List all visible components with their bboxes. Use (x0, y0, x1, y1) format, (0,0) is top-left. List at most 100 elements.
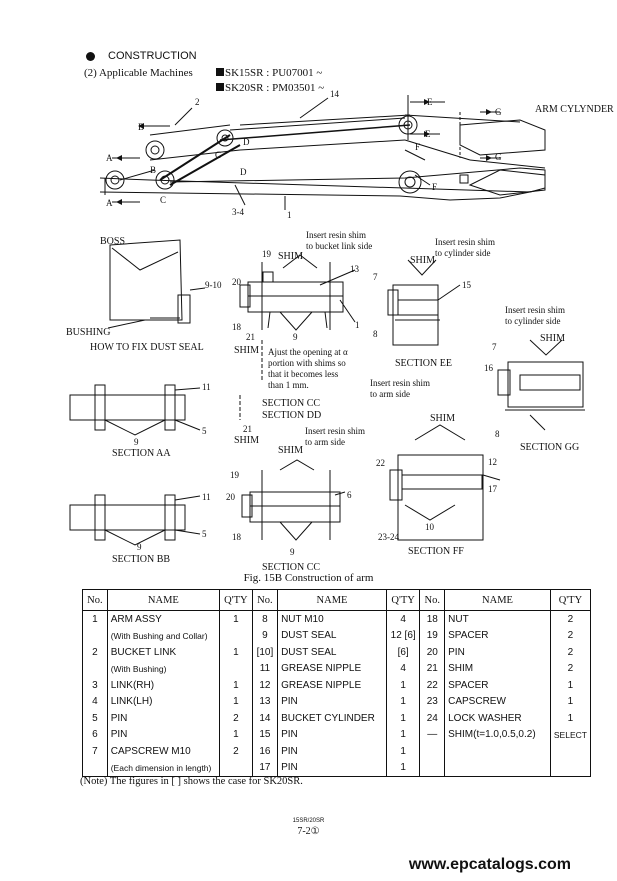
label-adjust-4: than 1 mm. (268, 380, 309, 390)
col-qty-3: Q'TY (549, 589, 592, 611)
cell-no: 1 (82, 610, 108, 628)
cell-name: DUST SEAL (277, 644, 387, 661)
label-section-cc: SECTION CC (262, 562, 320, 573)
svg-text:11: 11 (202, 382, 211, 392)
svg-text:3-4: 3-4 (232, 207, 244, 217)
label-arm-cylynder: ARM CYLYNDER (535, 104, 614, 115)
cell-no (82, 627, 108, 644)
table-header-row: No. NAME Q'TY No. NAME Q'TY No. NAME Q'T… (82, 589, 592, 611)
svg-text:14: 14 (330, 89, 340, 99)
svg-text:5: 5 (202, 426, 207, 436)
cell-no: 9 (251, 627, 279, 644)
machine-1-text: SK15SR : PU07001 ~ (225, 67, 323, 79)
cell-qty: 1 (549, 677, 592, 694)
section-gg-drawing (497, 339, 585, 431)
label-section-cc-top: SECTION CC (262, 398, 320, 409)
cell-qty: 1 (219, 677, 253, 694)
svg-text:12: 12 (488, 457, 497, 467)
cell-no: 20 (419, 644, 446, 661)
cell-name: NUT M10 (277, 610, 387, 628)
label-insert-arm-1: Insert resin shim (370, 378, 430, 388)
label-section-dd: SECTION DD (262, 410, 321, 421)
cell-name: LOCK WASHER (444, 710, 551, 727)
cell-no (82, 759, 108, 777)
label-shim-cc-bottom: SHIM (234, 435, 259, 446)
svg-text:9: 9 (137, 542, 142, 552)
cell-name: LINK(LH) (106, 693, 221, 710)
svg-text:9: 9 (290, 547, 295, 557)
svg-text:13: 13 (350, 264, 360, 274)
svg-text:G: G (495, 152, 502, 162)
section-bb-drawing (69, 494, 201, 546)
cell-qty: 1 (385, 726, 421, 743)
cell-name: (Each dimension in length) (106, 759, 221, 777)
table-note: (Note) The figures in [ ] shows the case… (80, 776, 303, 787)
label-insert-bucket-1: Insert resin shim (306, 230, 366, 240)
cell-name (444, 759, 551, 777)
cell-name: PIN (444, 644, 551, 661)
svg-text:D: D (240, 167, 247, 177)
label-shim-ee: SHIM (410, 255, 435, 266)
svg-text:C: C (215, 150, 221, 160)
col-no-3: No. (419, 589, 446, 611)
cell-name: SHIM(t=1.0,0.5,0.2) (444, 726, 551, 743)
svg-text:23-24: 23-24 (378, 532, 399, 542)
svg-text:9-10: 9-10 (205, 280, 222, 290)
cell-no: 22 (419, 677, 446, 694)
svg-text:B: B (138, 122, 144, 132)
cell-qty: SELECT (549, 726, 592, 743)
label-adjust-1: Ajust the opening at α (268, 347, 348, 357)
cell-no: 16 (251, 743, 279, 760)
svg-text:A: A (106, 198, 113, 208)
svg-text:18: 18 (232, 532, 242, 542)
label-insert-arm-cc-1: Insert resin shim (305, 426, 365, 436)
label-insert-gg-2: to cylinder side (505, 316, 561, 326)
label-boss: BOSS (100, 236, 125, 247)
cell-no: [10] (251, 644, 279, 661)
svg-text:E: E (427, 97, 433, 107)
cell-name: PIN (277, 693, 387, 710)
col-qty-2: Q'TY (385, 589, 421, 611)
callout-labels: 2 14 E E G G F F B B A A D D C C 3-4 1 1… (106, 89, 502, 557)
label-insert-arm-2: to arm side (370, 389, 410, 399)
cell-qty: 1 (385, 743, 421, 760)
svg-text:5: 5 (202, 529, 207, 539)
cell-qty (549, 743, 592, 760)
cell-qty (219, 660, 253, 677)
parts-table: No. NAME Q'TY No. NAME Q'TY No. NAME Q'T… (82, 589, 592, 777)
cell-name: GREASE NIPPLE (277, 660, 387, 677)
footer-model: 15SR/20SR (292, 818, 325, 824)
cell-no: 12 (251, 677, 279, 694)
cell-name (444, 743, 551, 760)
svg-text:E: E (425, 129, 431, 139)
cell-no: 3 (82, 677, 108, 694)
svg-text:10: 10 (425, 522, 435, 532)
applicable-machines-label: (2) Applicable Machines (84, 67, 193, 79)
section-ff-drawing (389, 424, 501, 541)
label-section-bb: SECTION BB (112, 554, 170, 565)
cell-no: 8 (251, 610, 279, 628)
cell-qty: 2 (549, 660, 592, 677)
cell-no: 15 (251, 726, 279, 743)
cell-qty (549, 759, 592, 777)
cell-no: 4 (82, 693, 108, 710)
section-aa-drawing (69, 384, 201, 436)
cell-qty: 1 (219, 644, 253, 661)
svg-text:19: 19 (230, 470, 240, 480)
label-shim-cc: SHIM (278, 251, 303, 262)
cell-qty (219, 627, 253, 644)
label-section-gg: SECTION GG (520, 442, 579, 453)
cell-qty: [6] (385, 644, 421, 661)
col-name-3: NAME (444, 589, 551, 611)
label-bushing: BUSHING (66, 327, 110, 338)
cell-qty: 2 (549, 610, 592, 628)
cell-name: PIN (106, 726, 221, 743)
cell-no: 18 (419, 610, 446, 628)
cell-qty: 1 (385, 677, 421, 694)
svg-text:11: 11 (202, 492, 211, 502)
